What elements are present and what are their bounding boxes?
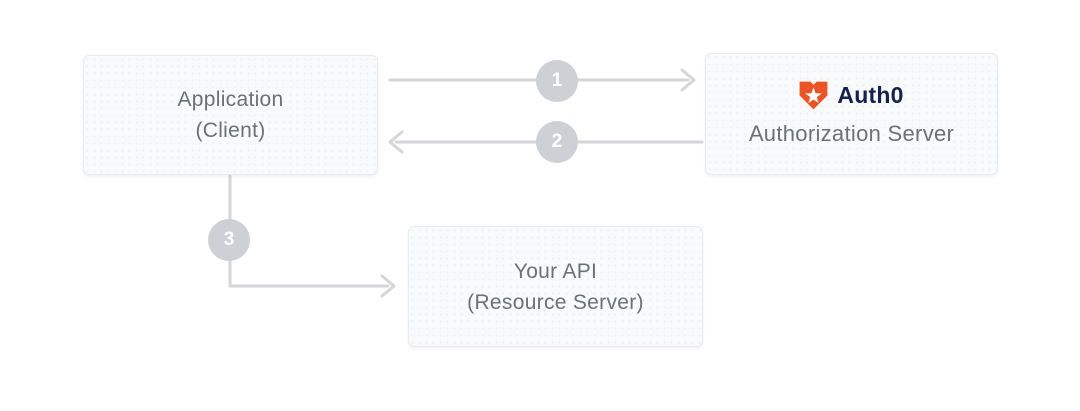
api-label-line1: Your API — [513, 259, 598, 283]
step-3-badge: 3 — [208, 219, 250, 261]
auth0-server-node: Auth0 Authorization Server — [705, 53, 998, 175]
arrow-2-head — [388, 130, 404, 154]
auth0-wordmark: Auth0 — [837, 81, 904, 108]
api-label-line2: (Resource Server) — [467, 290, 644, 314]
arrow-1-head — [680, 68, 696, 92]
api-node: Your API (Resource Server) — [408, 226, 703, 347]
auth0-brand-row: Auth0 — [799, 80, 903, 111]
arrow-3-head — [380, 274, 396, 298]
step-3-number: 3 — [223, 229, 235, 250]
step-1-badge: 1 — [536, 60, 578, 102]
auth0-logo-icon — [799, 81, 828, 109]
application-label-line1: Application — [177, 88, 284, 111]
step-2-number: 2 — [551, 131, 563, 152]
arrow-3-line — [228, 174, 390, 288]
step-1-number: 1 — [551, 70, 563, 91]
application-node: Application (Client) — [83, 55, 378, 175]
application-label-line2: (Client) — [195, 119, 266, 142]
step-2-badge: 2 — [536, 121, 578, 163]
auth0-server-label: Authorization Server — [748, 120, 955, 146]
